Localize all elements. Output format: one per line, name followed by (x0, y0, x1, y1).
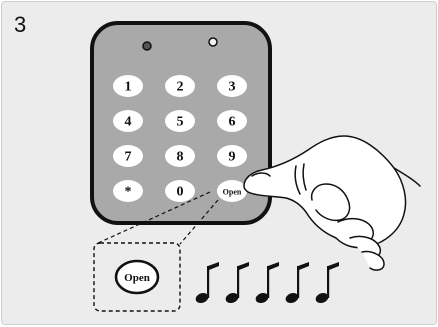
keypad-key-7: 7 (113, 145, 143, 167)
keypad-key-label: Open (223, 188, 242, 197)
keypad-device: 1 2 3 4 5 6 7 8 9 * 0 Open (92, 23, 270, 223)
keypad-key-star: * (113, 180, 143, 202)
keypad-key-label: 6 (229, 115, 236, 130)
music-note-icon (254, 262, 279, 305)
keypad-key-label: 3 (229, 80, 236, 95)
keypad-key-label: 4 (125, 115, 132, 130)
keypad-key-9: 9 (217, 145, 247, 167)
beep-notes (194, 262, 339, 305)
keypad-key-open: Open (217, 180, 247, 202)
keypad-key-1: 1 (113, 75, 143, 97)
music-note-icon (314, 262, 339, 305)
music-note-icon (194, 262, 219, 305)
keypad-key-label: 9 (229, 150, 236, 165)
keypad-key-label: 7 (125, 150, 132, 165)
keypad-key-label: 5 (177, 115, 184, 130)
music-note-icon (224, 262, 249, 305)
keypad-key-4: 4 (113, 110, 143, 132)
indicator-led-right (209, 38, 217, 46)
keypad-key-5: 5 (165, 110, 195, 132)
keypad-key-label: 8 (177, 150, 184, 165)
keypad-key-2: 2 (165, 75, 195, 97)
indicator-led-left (143, 42, 151, 50)
open-key-callout: Open (94, 243, 180, 311)
keypad-key-label: 0 (177, 185, 184, 200)
keypad-key-6: 6 (217, 110, 247, 132)
keypad-key-label: * (125, 185, 132, 200)
keypad-key-3: 3 (217, 75, 247, 97)
callout-open-label: Open (124, 272, 150, 284)
keypad-key-label: 1 (125, 80, 132, 95)
keypad-key-8: 8 (165, 145, 195, 167)
keypad-key-0: 0 (165, 180, 195, 202)
keypad-key-label: 2 (177, 80, 184, 95)
music-note-icon (284, 262, 309, 305)
